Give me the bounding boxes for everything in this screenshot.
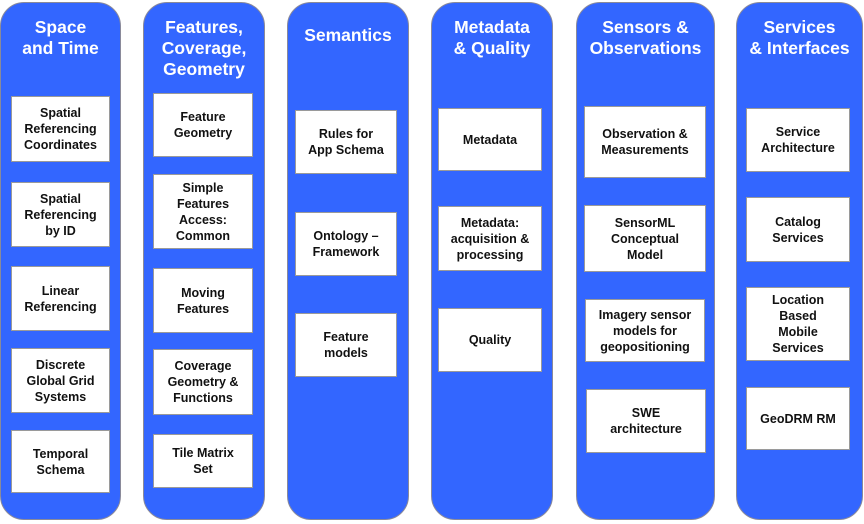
column-title: Metadata & Quality [453, 17, 531, 58]
box-coverage-geometry: Coverage Geometry & Functions [153, 349, 253, 415]
box-metadata: Metadata [438, 108, 542, 171]
box-imagery-sensor-models: Imagery sensor models for geopositioning [585, 299, 705, 362]
box-ontology-framework: Ontology – Framework [295, 212, 397, 276]
box-sensorml: SensorML Conceptual Model [584, 205, 706, 272]
column-title: Services & Interfaces [749, 17, 850, 58]
column-title: Features, Coverage, Geometry [161, 17, 247, 79]
box-dggs: Discrete Global Grid Systems [11, 348, 110, 413]
column-features: Features, Coverage, Geometry [143, 2, 265, 520]
column-title: Semantics [304, 25, 392, 45]
box-metadata-acquisition: Metadata: acquisition & processing [438, 206, 542, 271]
box-observations-measurements: Observation & Measurements [584, 106, 706, 178]
box-feature-models: Feature models [295, 313, 397, 377]
box-tile-matrix-set: Tile Matrix Set [153, 434, 253, 488]
box-spatial-ref-coordinates: Spatial Referencing Coordinates [11, 96, 110, 162]
box-spatial-ref-id: Spatial Referencing by ID [11, 182, 110, 247]
box-catalog-services: Catalog Services [746, 197, 850, 262]
box-linear-referencing: Linear Referencing [11, 266, 110, 331]
box-quality: Quality [438, 308, 542, 372]
box-rules-app-schema: Rules for App Schema [295, 110, 397, 174]
box-feature-geometry: Feature Geometry [153, 93, 253, 157]
box-simple-features: Simple Features Access: Common [153, 174, 253, 249]
column-title: Sensors & Observations [589, 17, 702, 58]
box-service-architecture: Service Architecture [746, 108, 850, 172]
box-moving-features: Moving Features [153, 268, 253, 333]
box-geodrm-rm: GeoDRM RM [746, 387, 850, 450]
box-location-based-services: Location Based Mobile Services [746, 287, 850, 361]
box-temporal-schema: Temporal Schema [11, 430, 110, 493]
column-title: Space and Time [22, 17, 99, 58]
box-swe-architecture: SWE architecture [586, 389, 706, 453]
